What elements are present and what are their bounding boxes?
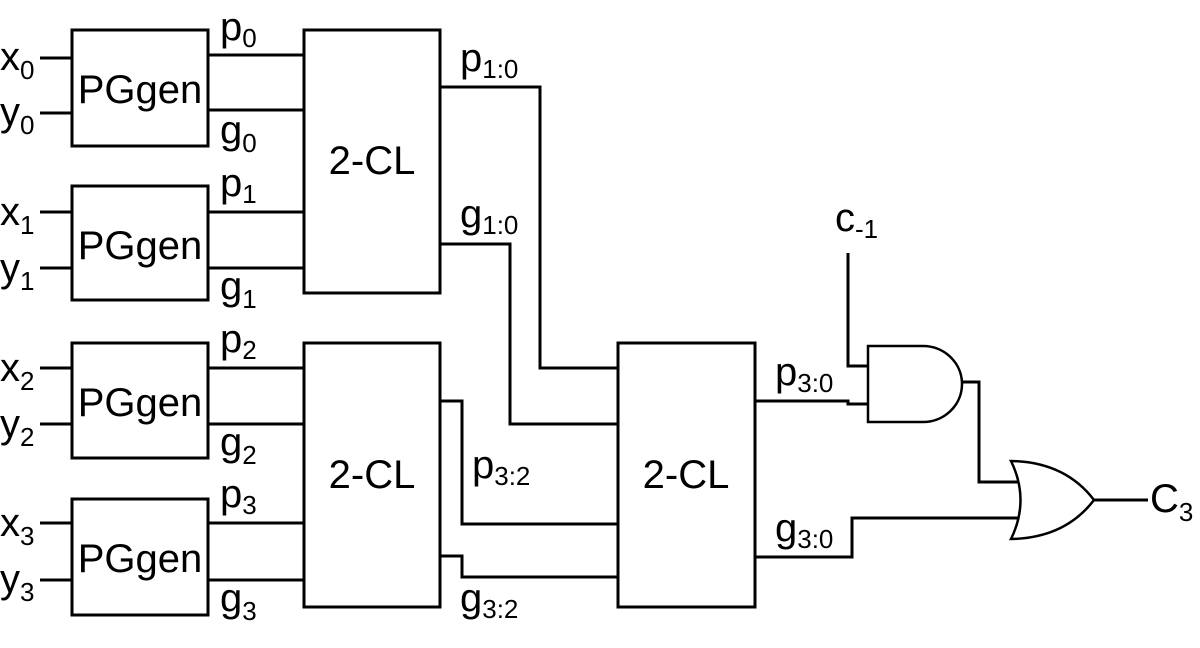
cl-label: 2-CL <box>643 453 730 497</box>
p10-label: p1:0 <box>460 36 518 84</box>
g30-label: g3:0 <box>775 506 833 554</box>
p0-label: p0 <box>220 5 257 53</box>
p2-label: p2 <box>220 317 257 365</box>
input-x1-label: x1 <box>0 190 34 240</box>
p32-label: p3:2 <box>472 443 530 491</box>
g2-label: g2 <box>220 420 257 470</box>
input-y1-label: y1 <box>0 246 34 296</box>
pggen-block-1: PGgen <box>70 184 210 302</box>
cl-label: 2-CL <box>329 139 416 183</box>
carry-in-label: c-1 <box>835 196 878 244</box>
cl-block-lower: 2-CL <box>302 341 442 609</box>
pg-input-wires <box>40 56 72 582</box>
pggen-label: PGgen <box>78 537 203 581</box>
g0-label: g0 <box>220 108 257 158</box>
cl-to-cl-wires <box>440 85 618 579</box>
or-gate <box>1008 459 1096 541</box>
pggen-label: PGgen <box>78 68 203 112</box>
input-x3-label: x3 <box>0 501 34 551</box>
cl-block-final: 2-CL <box>616 341 757 609</box>
cl-block-upper: 2-CL <box>302 28 442 295</box>
input-x0-label: x0 <box>0 35 34 85</box>
pg-to-cl-wires <box>208 53 304 582</box>
pggen-block-0: PGgen <box>70 28 210 148</box>
pggen-label: PGgen <box>78 224 203 268</box>
carry-out-label: C3 <box>1150 477 1193 527</box>
input-x2-label: x2 <box>0 346 34 396</box>
p30-label: p3:0 <box>775 350 833 398</box>
cl-label: 2-CL <box>329 453 416 497</box>
g10-label: g1:0 <box>460 192 518 240</box>
input-y0-label: y0 <box>0 90 34 140</box>
g32-label: g3:2 <box>460 576 518 624</box>
g3-label: g3 <box>220 576 257 626</box>
input-y3-label: y3 <box>0 557 34 607</box>
gate-wires <box>755 253 1148 559</box>
pggen-label: PGgen <box>78 381 203 425</box>
p1-label: p1 <box>220 161 257 209</box>
input-y2-label: y2 <box>0 402 34 452</box>
pggen-block-2: PGgen <box>70 341 210 460</box>
pggen-block-3: PGgen <box>70 497 210 617</box>
p3-label: p3 <box>220 472 257 520</box>
g1-label: g1 <box>220 264 257 314</box>
and-gate <box>866 344 964 424</box>
